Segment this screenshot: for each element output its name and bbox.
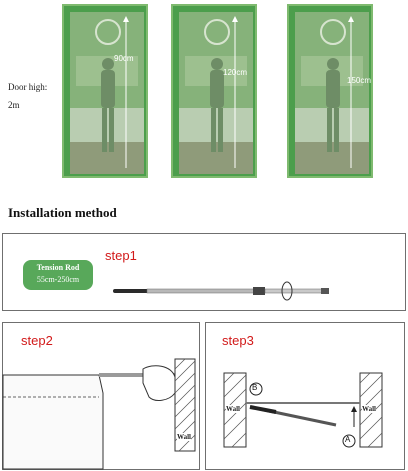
- step2-label: step2: [21, 333, 53, 348]
- door-panel-3: 150cm: [287, 4, 373, 178]
- step3-panel: step3 Wall: [205, 322, 405, 470]
- door-panel-2: 120cm: [171, 4, 257, 178]
- door-height-label-2: 120cm: [223, 68, 248, 77]
- room-scene-3: [295, 12, 369, 174]
- step2-panel: step2 Wall: [2, 322, 200, 470]
- room-scene-1: [70, 12, 144, 174]
- door-panel-1: 90cm: [62, 4, 148, 178]
- tension-rod-badge: Tension Rod 55cm-250cm: [23, 260, 93, 290]
- door-high-text: Door high:: [8, 82, 48, 92]
- tension-rod-name: Tension Rod: [36, 263, 80, 272]
- installation-title: Installation method: [8, 205, 117, 220]
- tension-rod-illustration: [113, 281, 329, 301]
- door-high-value: 2m: [8, 100, 20, 110]
- step1-panel: step1 Tension Rod 55cm-250cm: [2, 233, 406, 311]
- door-height-label-3: 150cm: [347, 76, 372, 85]
- marker-b: B: [252, 383, 258, 392]
- step3-left-wall-label: Wall: [226, 405, 241, 413]
- door-photo-1: 90cm: [70, 12, 144, 174]
- marker-a: A: [345, 435, 351, 444]
- step1-label: step1: [105, 248, 137, 263]
- room-scene-2: [179, 12, 253, 174]
- step3-illustration: [223, 372, 383, 448]
- step2-wall-label: Wall: [177, 433, 192, 441]
- door-photo-2: 120cm: [179, 12, 253, 174]
- door-high-label: Door high: 2m: [8, 82, 47, 110]
- step3-right-wall-label: Wall: [362, 405, 377, 413]
- door-photo-3: 150cm: [295, 12, 371, 174]
- tension-rod-range: 55cm-250cm: [36, 275, 80, 284]
- step3-label: step3: [222, 333, 254, 348]
- step2-illustration: [2, 358, 196, 470]
- door-height-label-1: 90cm: [114, 54, 134, 63]
